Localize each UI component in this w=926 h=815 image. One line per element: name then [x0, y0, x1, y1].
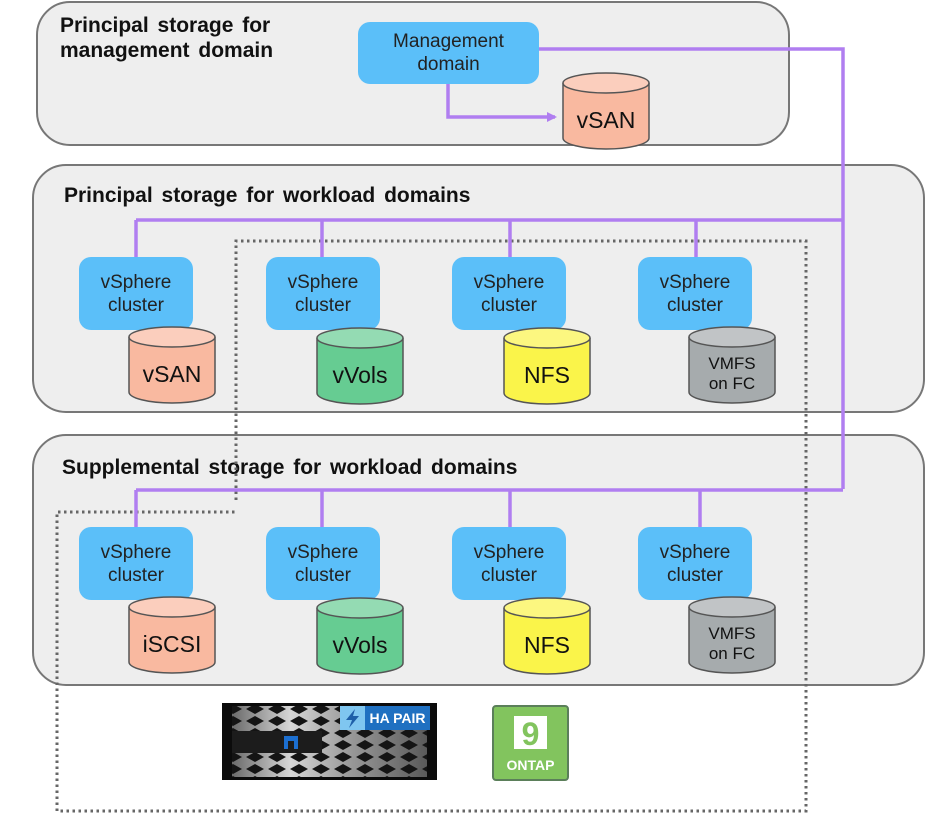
cylinder-icon	[503, 597, 591, 675]
ontap-badge: 9 ONTAP	[492, 705, 569, 781]
datastore-label: vSAN	[142, 361, 202, 387]
supplemental-vmfs-datastore[interactable]: VMFS on FC	[688, 596, 776, 674]
cylinder-icon	[128, 596, 216, 674]
principal-nfs-datastore[interactable]: NFS	[503, 327, 591, 405]
supplemental-panel-title: Supplemental storage for workload domain…	[62, 456, 518, 479]
cylinder-icon	[128, 326, 216, 404]
supplemental-cluster-1[interactable]: vSphere cluster	[79, 527, 193, 600]
datastore-label: VMFS on FC	[708, 354, 756, 393]
principal-panel-title: Principal storage for workload domains	[64, 184, 471, 207]
principal-cluster-4[interactable]: vSphere cluster	[638, 257, 752, 330]
storage-controller-icon: HA PAIR	[232, 706, 430, 777]
principal-cluster-3[interactable]: vSphere cluster	[452, 257, 566, 330]
datastore-label: vSAN	[576, 107, 636, 133]
cylinder-icon	[503, 327, 591, 405]
cylinder-icon	[562, 72, 650, 150]
netapp-ha-pair-image: HA PAIR	[222, 703, 437, 780]
datastore-label: vVols	[332, 632, 388, 658]
ontap-logo-icon: 9 ONTAP	[507, 716, 555, 773]
supplemental-cluster-3[interactable]: vSphere cluster	[452, 527, 566, 600]
mgmt-vsan-datastore[interactable]: vSAN	[562, 72, 650, 150]
cylinder-icon	[688, 326, 776, 404]
ontap-version: 9	[522, 716, 540, 752]
datastore-label: iSCSI	[142, 631, 202, 657]
ontap-label: ONTAP	[507, 757, 555, 773]
datastore-label: NFS	[524, 632, 570, 658]
supplemental-nfs-datastore[interactable]: NFS	[503, 597, 591, 675]
datastore-label: NFS	[524, 362, 570, 388]
management-panel-title: Principal storage for management domain	[60, 14, 274, 62]
principal-vsan-datastore[interactable]: vSAN	[128, 326, 216, 404]
datastore-label: VMFS on FC	[708, 624, 756, 663]
supplemental-cluster-2[interactable]: vSphere cluster	[266, 527, 380, 600]
supplemental-vvols-datastore[interactable]: vVols	[316, 597, 404, 675]
cylinder-icon	[316, 597, 404, 675]
supplemental-iscsi-datastore[interactable]: iSCSI	[128, 596, 216, 674]
ha-pair-label: HA PAIR	[370, 710, 426, 726]
cylinder-icon	[316, 327, 404, 405]
principal-cluster-2[interactable]: vSphere cluster	[266, 257, 380, 330]
cylinder-icon	[688, 596, 776, 674]
principal-cluster-1[interactable]: vSphere cluster	[79, 257, 193, 330]
principal-vvols-datastore[interactable]: vVols	[316, 327, 404, 405]
principal-vmfs-datastore[interactable]: VMFS on FC	[688, 326, 776, 404]
management-domain-box[interactable]: Management domain	[358, 22, 539, 84]
datastore-label: vVols	[332, 362, 388, 388]
supplemental-cluster-4[interactable]: vSphere cluster	[638, 527, 752, 600]
